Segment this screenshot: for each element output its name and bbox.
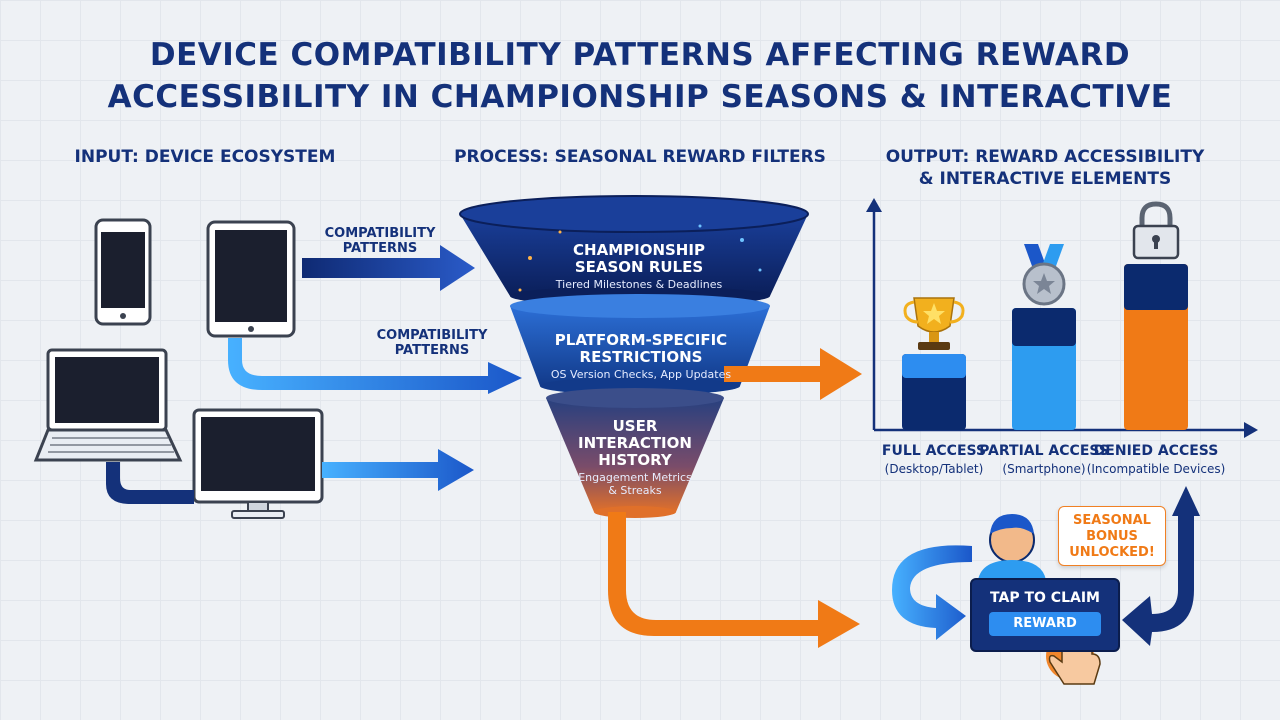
- funnel-stage-1-text: CHAMPIONSHIP SEASON RULES Tiered Milesto…: [534, 241, 744, 292]
- funnel-1-title-line-1: CHAMPIONSHIP: [573, 241, 705, 259]
- user-avatar: [978, 514, 1046, 580]
- desktop-monitor-icon: [192, 408, 324, 519]
- compatibility-top-line-2: PATTERNS: [342, 241, 418, 256]
- claim-reward-card[interactable]: TAP TO CLAIM REWARD: [970, 578, 1120, 652]
- tap-to-claim-text: TAP TO CLAIM: [990, 590, 1100, 606]
- medal-icon: [1022, 244, 1066, 306]
- funnel-3-title-line-3: HISTORY: [598, 451, 672, 469]
- partial-access-subtitle: (Smartphone): [1002, 462, 1086, 476]
- arrow-top-to-funnel: [302, 245, 475, 291]
- funnel-stage-2: [510, 294, 770, 395]
- tablet-icon: [206, 220, 296, 338]
- compatibility-top-line-1: COMPATIBILITY: [324, 226, 436, 241]
- compatibility-label-mid: COMPATIBILITY PATTERNS: [372, 328, 492, 358]
- process-column-heading: PROCESS: SEASONAL REWARD FILTERS: [454, 147, 826, 167]
- padlock-icon: [1132, 201, 1180, 260]
- title-line-2: ACCESSIBILITY IN CHAMPIONSHIP SEASONS & …: [107, 79, 1173, 115]
- title-line-1: DEVICE COMPATIBILITY PATTERNS AFFECTING …: [149, 37, 1131, 73]
- denied-access-label: DENIED ACCESS (Incompatible Devices): [1081, 442, 1231, 478]
- bonus-line-1: SEASONAL: [1073, 513, 1151, 528]
- bar-partial-access: [1012, 308, 1076, 430]
- reward-button[interactable]: REWARD: [989, 612, 1101, 636]
- funnel-2-title-line-2: RESTRICTIONS: [579, 348, 703, 366]
- funnel-2-title-line-1: PLATFORM-SPECIFIC: [554, 331, 728, 349]
- funnel-stage-3-text: USER INTERACTION HISTORY Engagement Metr…: [560, 417, 710, 498]
- denied-access-title: DENIED ACCESS: [1093, 443, 1219, 459]
- funnel-3-title-line-1: USER: [612, 417, 658, 435]
- full-access-title: FULL ACCESS: [881, 443, 987, 459]
- loop-arrow-right: [1122, 486, 1200, 646]
- full-access-subtitle: (Desktop/Tablet): [884, 462, 984, 476]
- bar-full-access: [902, 354, 966, 430]
- loop-arrow-left: [892, 545, 972, 640]
- laptop-icon: [33, 348, 183, 462]
- funnel-3-title-line-2: INTERACTION: [578, 434, 692, 452]
- denied-access-subtitle: (Incompatible Devices): [1086, 462, 1226, 476]
- arrow-funnel-to-claim: [608, 512, 860, 648]
- funnel-3-subtitle-line-1: Engagement Metrics: [578, 471, 692, 484]
- output-column-heading: OUTPUT: REWARD ACCESSIBILITY & INTERACTI…: [870, 146, 1220, 190]
- compatibility-label-top: COMPATIBILITY PATTERNS: [320, 226, 440, 256]
- compatibility-mid-line-2: PATTERNS: [394, 343, 470, 358]
- bar-denied-access: [1124, 264, 1188, 430]
- bonus-line-3: UNLOCKED!: [1069, 545, 1155, 560]
- funnel-3-subtitle-line-2: & Streaks: [608, 484, 662, 497]
- smartphone-icon: [94, 218, 152, 326]
- arrow-tablet-to-funnel: [228, 338, 522, 394]
- input-column-heading: INPUT: DEVICE ECOSYSTEM: [74, 147, 336, 167]
- full-access-label: FULL ACCESS (Desktop/Tablet): [859, 442, 1009, 478]
- seasonal-bonus-badge: SEASONAL BONUS UNLOCKED!: [1058, 506, 1166, 566]
- funnel-1-subtitle: Tiered Milestones & Deadlines: [555, 278, 723, 291]
- bonus-line-2: BONUS: [1086, 529, 1138, 544]
- compatibility-mid-line-1: COMPATIBILITY: [376, 328, 488, 343]
- partial-access-label: PARTIAL ACCESS (Smartphone): [969, 442, 1119, 478]
- funnel-stage-2-text: PLATFORM-SPECIFIC RESTRICTIONS OS Versio…: [526, 331, 756, 382]
- partial-access-title: PARTIAL ACCESS: [979, 443, 1109, 459]
- funnel-1-title-line-2: SEASON RULES: [574, 258, 704, 276]
- funnel-2-subtitle: OS Version Checks, App Updates: [550, 368, 732, 381]
- page-title: DEVICE COMPATIBILITY PATTERNS AFFECTING …: [0, 34, 1280, 118]
- arrow-funnel-to-chart: [724, 348, 862, 400]
- output-heading-line-2: & INTERACTIVE ELEMENTS: [918, 169, 1172, 189]
- funnel-sparkles: [518, 224, 762, 292]
- trophy-icon: [903, 297, 965, 350]
- arrow-laptop-to-funnel: [106, 449, 474, 504]
- output-heading-line-1: OUTPUT: REWARD ACCESSIBILITY: [885, 147, 1205, 167]
